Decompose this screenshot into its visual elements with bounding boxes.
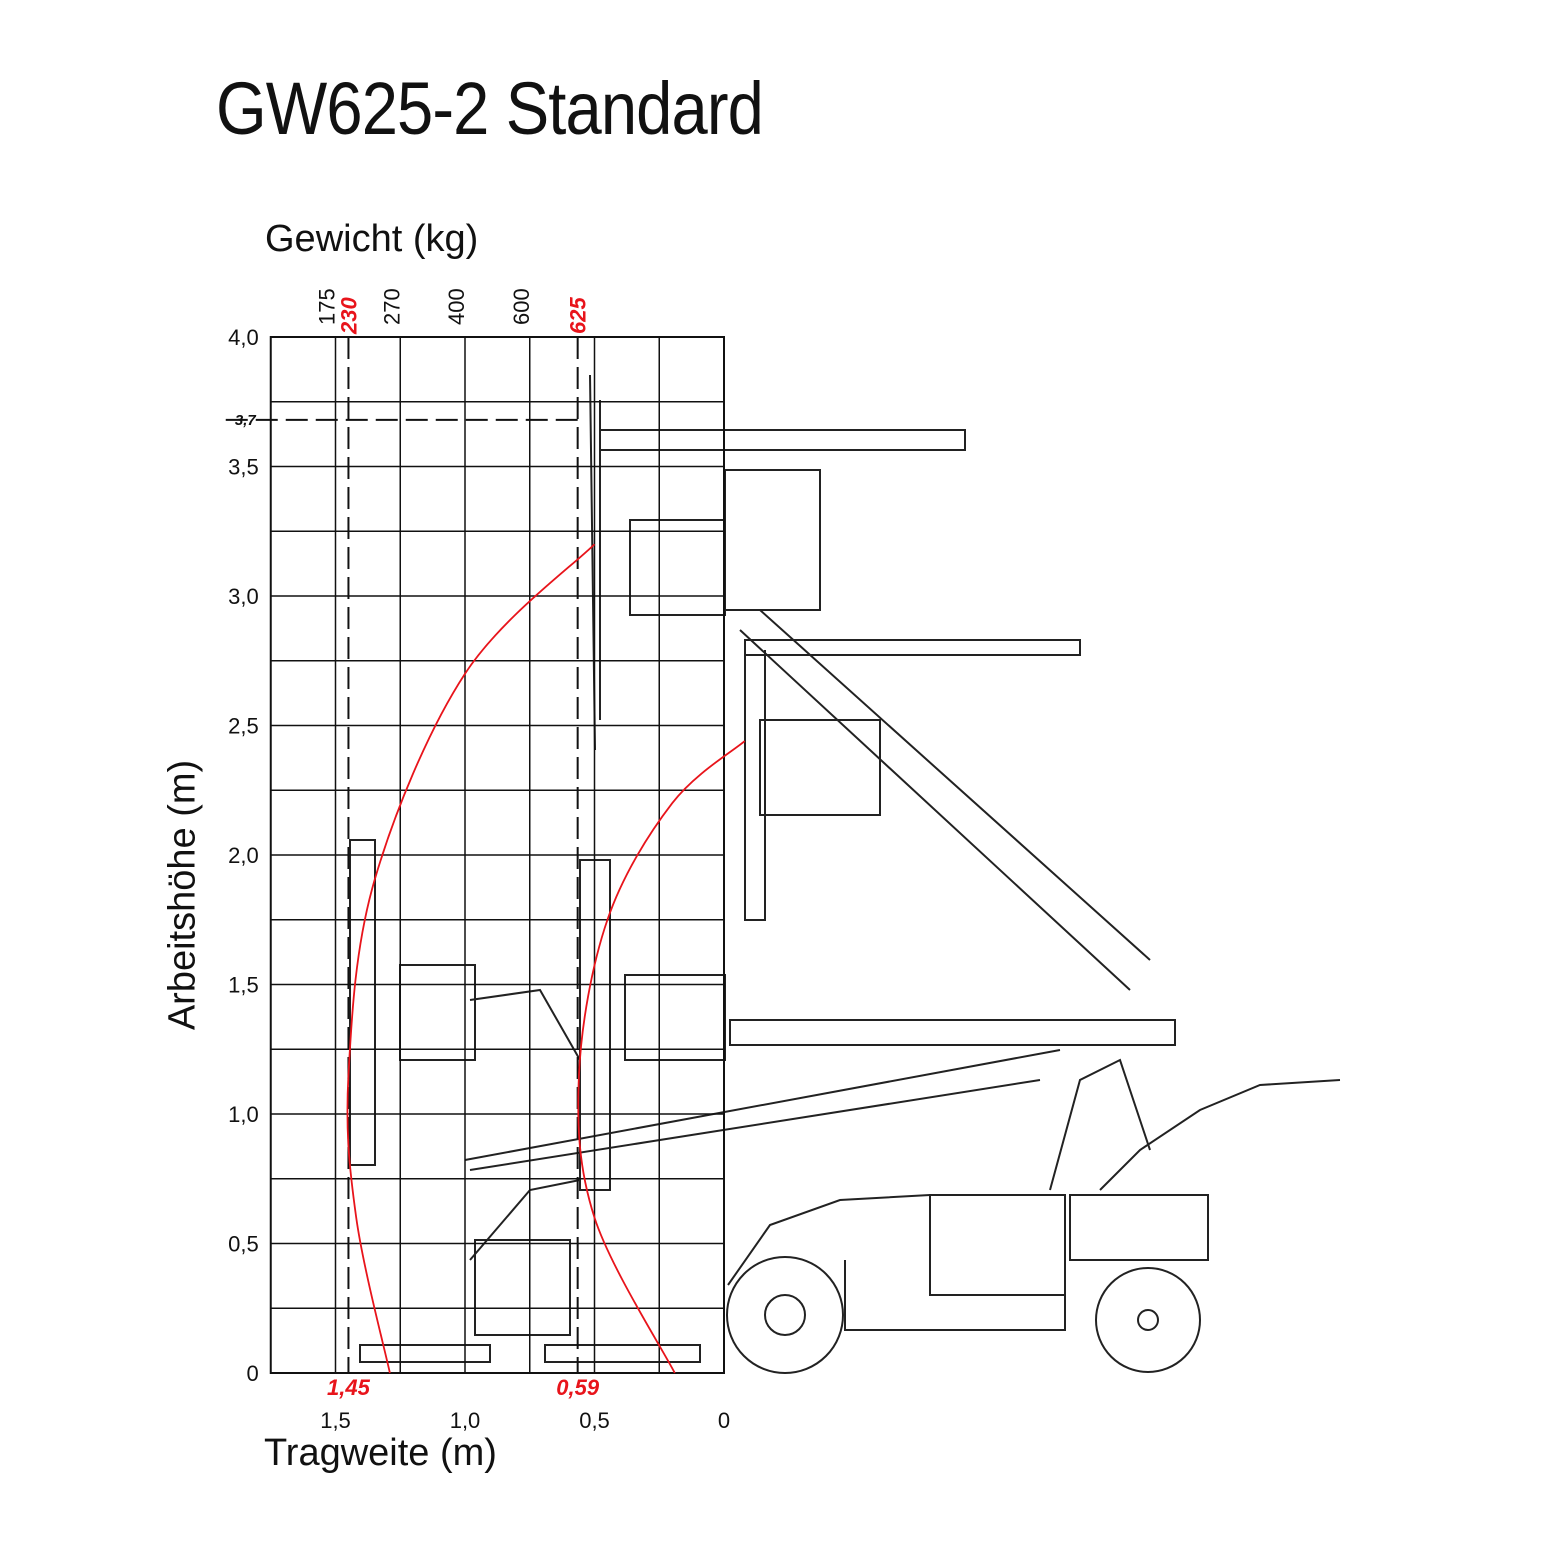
y-tick-label: 3,0	[228, 584, 259, 609]
y-tick-label: 4,0	[228, 325, 259, 350]
x-tick-label: 0,5	[579, 1408, 610, 1433]
y-tick-label: 0,5	[228, 1232, 259, 1257]
x-tick-label: 1,0	[450, 1408, 481, 1433]
weight-axis-label: Gewicht (kg)	[265, 218, 479, 260]
x-axis-label: Tragweite (m)	[264, 1432, 497, 1474]
tick-labels: 1,45 0,59 3,7 1,5 1,0 0,5 0 0 0,5 1,0 1,5 2,0 2,5 3,0…	[228, 288, 730, 1433]
max-height-label: 3,7	[235, 412, 257, 429]
y-tick-label: 2,5	[228, 714, 259, 739]
reach-limit-label: 1,45	[327, 1375, 371, 1400]
weight-tick-label: 400	[444, 288, 469, 325]
y-tick-label: 1,5	[228, 973, 259, 998]
x-tick-label: 0	[718, 1408, 730, 1433]
weight-tick-label: 270	[379, 288, 404, 325]
y-tick-label: 0	[247, 1361, 259, 1386]
chart-grid	[269, 336, 725, 1374]
y-tick-label: 2,0	[228, 843, 259, 868]
reference-lines	[225, 337, 579, 1373]
machine-drawing	[349, 374, 1341, 1374]
inner-reach-arc	[577, 740, 746, 1374]
y-tick-label: 1,0	[228, 1102, 259, 1127]
weight-tick-label: 230	[336, 297, 361, 335]
chart-title: GW625-2 Standard	[216, 67, 764, 150]
y-tick-label: 3,5	[228, 455, 259, 480]
plot-frame	[269, 336, 725, 1374]
outer-reach-arc	[346, 543, 596, 1374]
reach-limit-label: 0,59	[556, 1375, 600, 1400]
weight-tick-label: 600	[509, 288, 534, 325]
reach-curves	[346, 543, 746, 1374]
weight-tick-label: 625	[566, 297, 591, 334]
x-tick-label: 1,5	[320, 1408, 351, 1433]
weight-tick-label: 175	[315, 288, 340, 325]
